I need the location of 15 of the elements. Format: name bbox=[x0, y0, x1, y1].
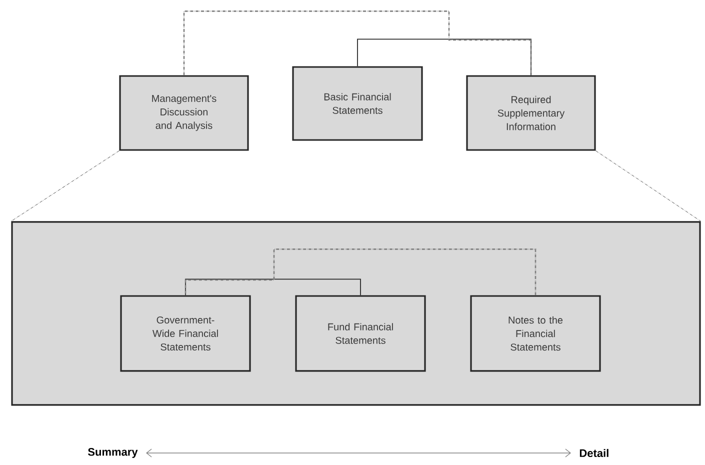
connector-line bbox=[183, 10, 532, 76]
text-box: Management's Discussion and Analysis bbox=[119, 75, 249, 151]
connector-line bbox=[10, 150, 120, 222]
connector-line bbox=[357, 38, 532, 76]
text-box: Basic Financial Statements bbox=[292, 66, 423, 141]
text-box: Government-Wide Financial Statements bbox=[120, 295, 251, 372]
connector-line bbox=[596, 150, 702, 222]
axis-label: Summary bbox=[88, 448, 138, 458]
text-box: Notes to the Financial Statements bbox=[470, 295, 601, 372]
axis-label: Detail bbox=[580, 448, 608, 458]
text-box: Required Supplementary Information bbox=[466, 75, 596, 151]
double-arrow bbox=[146, 448, 571, 458]
connector-line bbox=[184, 248, 536, 296]
text-box: Fund Financial Statements bbox=[295, 295, 426, 372]
connector-line bbox=[185, 278, 361, 296]
